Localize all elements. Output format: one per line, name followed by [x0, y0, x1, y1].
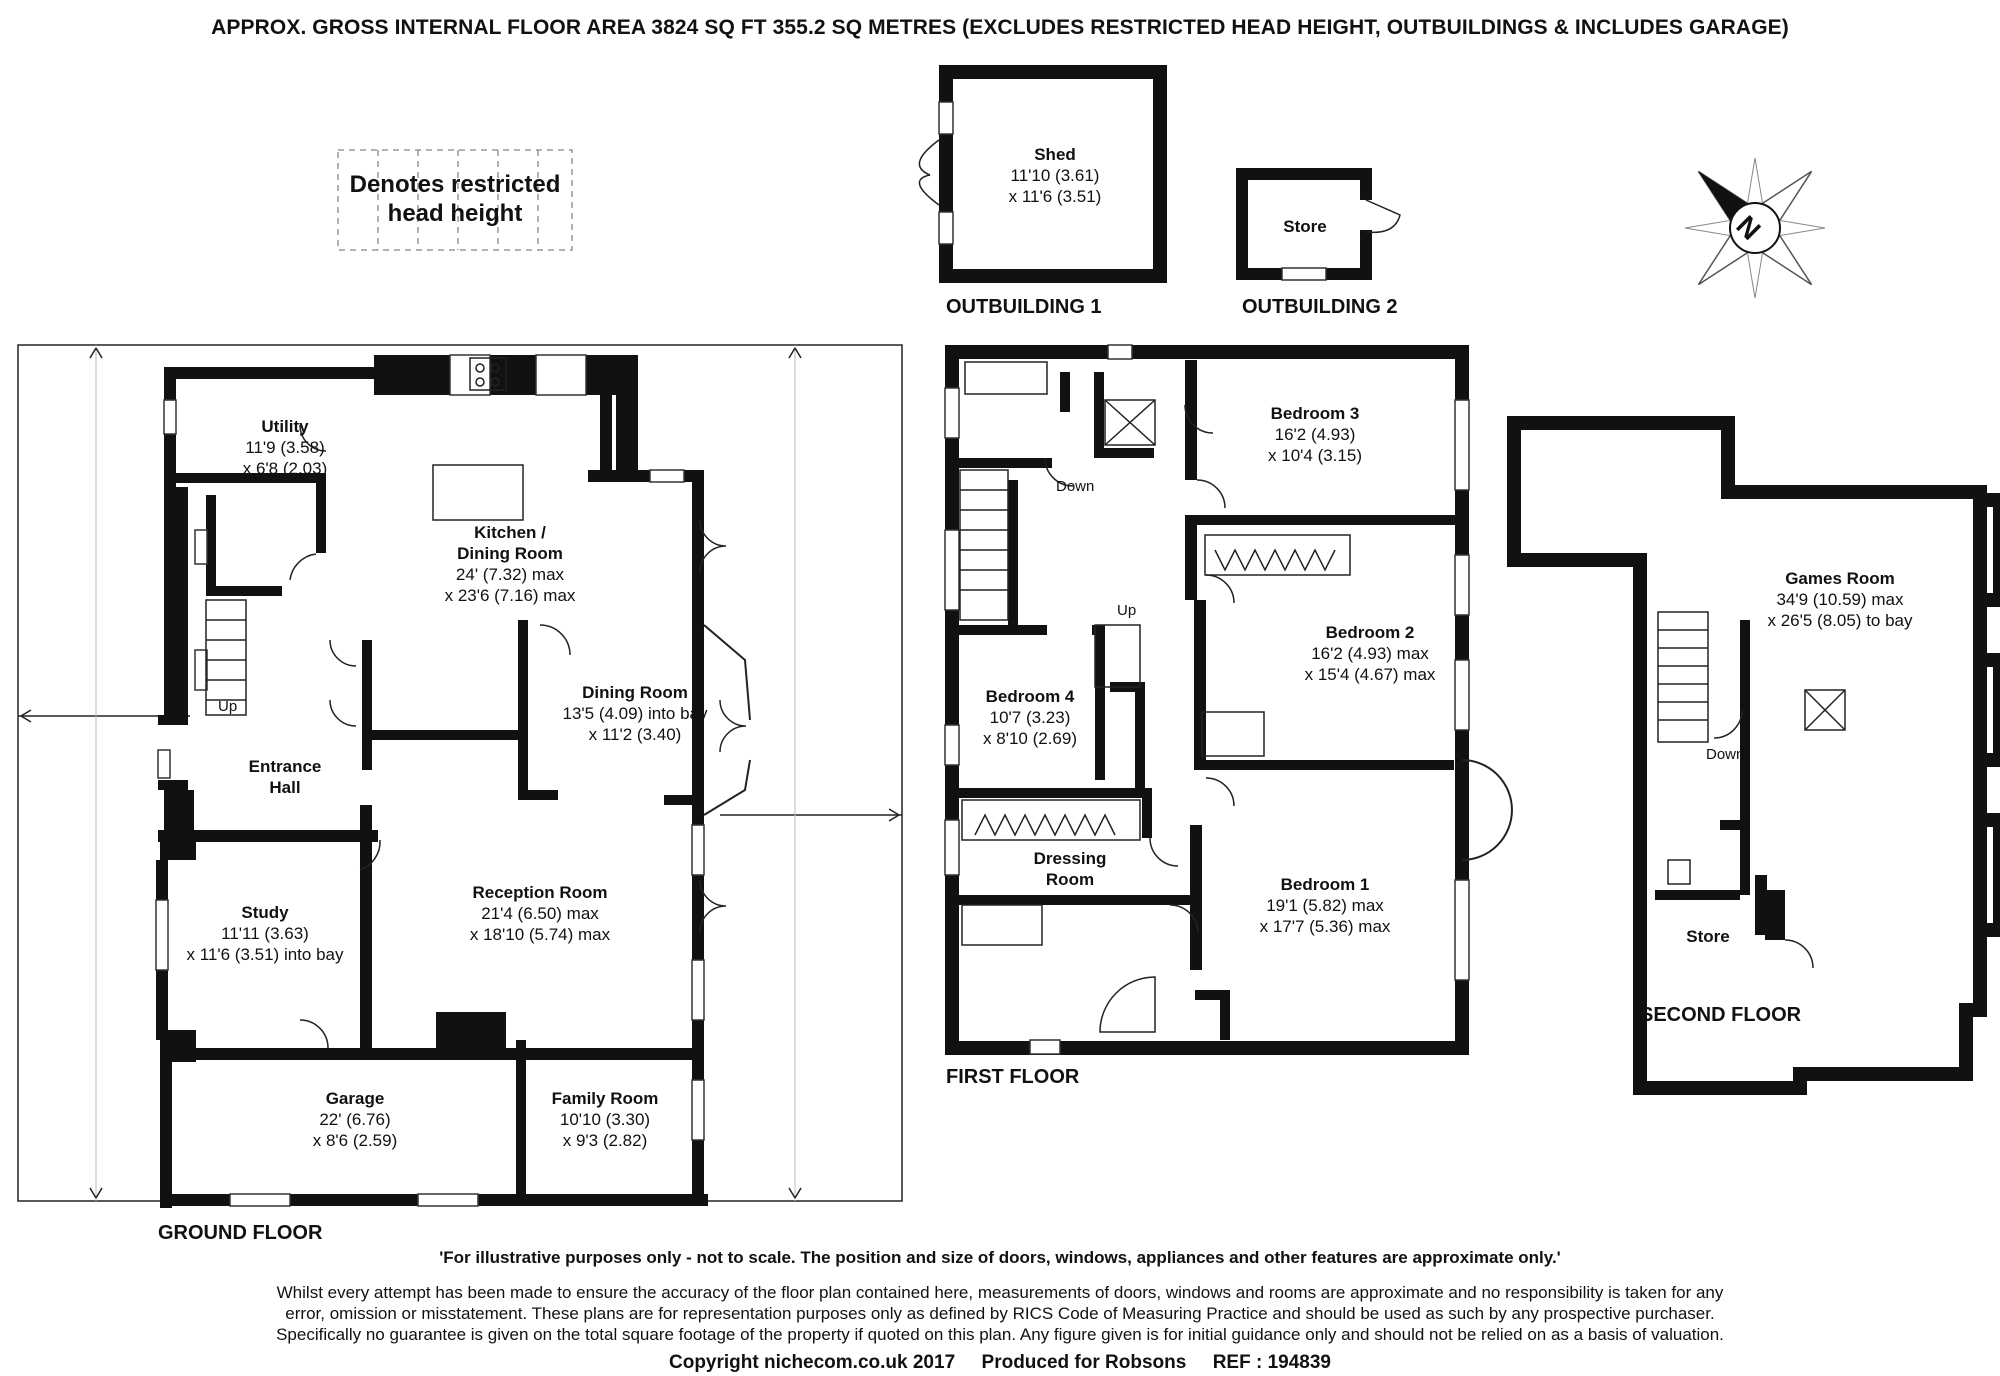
games-room-name: Games Room — [1785, 569, 1895, 588]
second-floor-caption: SECOND FLOOR — [1640, 1004, 1802, 1026]
legend-line-1: Denotes restricted — [349, 171, 561, 198]
page-title: APPROX. GROSS INTERNAL FLOOR AREA 3824 S… — [211, 16, 1789, 39]
utility-dim-2: x 6'8 (2.03) — [242, 459, 328, 478]
outbuilding-1-shed — [918, 65, 1167, 283]
first-floor-plan — [944, 344, 1513, 1055]
shed-name: Shed — [1034, 145, 1076, 164]
dining-room-label: Dining Room 13'5 (4.09) into bay x 11'2 … — [540, 682, 730, 745]
accuracy-disclaimer: Whilst every attempt has been made to en… — [150, 1282, 1850, 1345]
kitchen-name-1: Kitchen / — [474, 523, 546, 542]
ground-floor-caption: GROUND FLOOR — [158, 1222, 323, 1244]
study-name: Study — [241, 903, 289, 922]
family-room-label: Family Room 10'10 (3.30) x 9'3 (2.82) — [530, 1088, 680, 1151]
dining-room-dim-1: 13'5 (4.09) into bay — [562, 704, 708, 723]
bedroom-1-dim-2: x 17'7 (5.36) max — [1259, 917, 1391, 936]
garage-dim-1: 22' (6.76) — [319, 1110, 391, 1129]
bedroom-3-dim-2: x 10'4 (3.15) — [1268, 446, 1362, 465]
kitchen-label: Kitchen / Dining Room 24' (7.32) max x 2… — [410, 522, 610, 606]
outbuilding-1-caption: OUTBUILDING 1 — [946, 296, 1102, 318]
garage-name: Garage — [325, 1089, 385, 1108]
family-room-dim-1: 10'10 (3.30) — [559, 1110, 651, 1129]
bedroom-2-dim-2: x 15'4 (4.67) max — [1304, 665, 1436, 684]
bedroom-1-label: Bedroom 1 19'1 (5.82) max x 17'7 (5.36) … — [1245, 874, 1405, 937]
ground-stairs-up: Up — [218, 698, 238, 715]
bedroom-3-name: Bedroom 3 — [1270, 404, 1360, 423]
study-dim-2: x 11'6 (3.51) into bay — [186, 945, 344, 964]
second-store-name: Store — [1686, 927, 1730, 946]
reception-room-name: Reception Room — [472, 883, 608, 902]
kitchen-dim-2: x 23'6 (7.16) max — [444, 586, 576, 605]
utility-dim-1: 11'9 (3.58) — [245, 438, 325, 457]
bedroom-4-label: Bedroom 4 10'7 (3.23) x 8'10 (2.69) — [970, 686, 1090, 749]
games-room-dim-2: x 26'5 (8.05) to bay — [1767, 611, 1913, 630]
copyright-line: Copyright nichecom.co.uk 2017 Produced f… — [669, 1352, 1331, 1373]
illustrative-disclaimer: 'For illustrative purposes only - not to… — [439, 1248, 1561, 1267]
second-floor-plan — [1507, 416, 2000, 1095]
kitchen-name-2: Dining Room — [457, 544, 563, 563]
first-floor-caption: FIRST FLOOR — [946, 1066, 1080, 1088]
bedroom-1-name: Bedroom 1 — [1280, 875, 1370, 894]
ground-floor-plan — [17, 344, 903, 1208]
dressing-room-label: Dressing Room — [1020, 848, 1120, 890]
bedroom-4-dim-2: x 8'10 (2.69) — [983, 729, 1077, 748]
accuracy-disclaimer-line-3: Specifically no guarantee is given on th… — [276, 1325, 1724, 1344]
second-store-label: Store — [1668, 926, 1748, 947]
shed-dim-2: x 11'6 (3.51) — [1008, 187, 1102, 206]
shed-dim-1: 11'10 (3.61) — [1010, 166, 1100, 185]
garage-label: Garage 22' (6.76) x 8'6 (2.59) — [280, 1088, 430, 1151]
first-stairs-up: Up — [1117, 602, 1137, 619]
dressing-room-name-1: Dressing — [1033, 849, 1107, 868]
family-room-dim-2: x 9'3 (2.82) — [562, 1131, 648, 1150]
reception-room-label: Reception Room 21'4 (6.50) max x 18'10 (… — [440, 882, 640, 945]
outbuilding-2-caption: OUTBUILDING 2 — [1242, 296, 1398, 318]
bedroom-4-dim-1: 10'7 (3.23) — [989, 708, 1071, 727]
dining-room-dim-2: x 11'2 (3.40) — [588, 725, 682, 744]
accuracy-disclaimer-line-2: error, omission or misstatement. These p… — [285, 1304, 1715, 1323]
legend-text: Denotes restricted head height — [332, 170, 578, 228]
utility-label: Utility 11'9 (3.58) x 6'8 (2.03) — [205, 416, 365, 479]
store-outbuilding-label: Store — [1255, 216, 1355, 237]
kitchen-dim-1: 24' (7.32) max — [455, 565, 565, 584]
entrance-hall-name-2: Hall — [269, 778, 301, 797]
study-label: Study 11'11 (3.63) x 11'6 (3.51) into ba… — [170, 902, 360, 965]
bedroom-3-dim-1: 16'2 (4.93) — [1274, 425, 1356, 444]
shed-label: Shed 11'10 (3.61) x 11'6 (3.51) — [985, 144, 1125, 207]
bedroom-1-dim-1: 19'1 (5.82) max — [1266, 896, 1384, 915]
north-compass-icon — [1684, 157, 1826, 299]
accuracy-disclaimer-line-1: Whilst every attempt has been made to en… — [276, 1283, 1724, 1302]
outbuilding-2-store — [1236, 168, 1401, 281]
family-room-name: Family Room — [551, 1089, 659, 1108]
store-outbuilding-name: Store — [1283, 217, 1327, 236]
second-stairs-down: Down — [1706, 746, 1745, 763]
dressing-room-name-2: Room — [1045, 870, 1095, 889]
bedroom-3-label: Bedroom 3 16'2 (4.93) x 10'4 (3.15) — [1230, 403, 1400, 466]
bedroom-4-name: Bedroom 4 — [985, 687, 1075, 706]
games-room-dim-1: 34'9 (10.59) max — [1776, 590, 1904, 609]
bedroom-2-dim-1: 16'2 (4.93) max — [1311, 644, 1429, 663]
bedroom-2-name: Bedroom 2 — [1325, 623, 1415, 642]
entrance-hall-label: Entrance Hall — [230, 756, 340, 798]
entrance-hall-name-1: Entrance — [248, 757, 322, 776]
reception-room-dim-2: x 18'10 (5.74) max — [469, 925, 611, 944]
first-stairs-down: Down — [1056, 478, 1095, 495]
restricted-head-height-legend — [337, 149, 573, 251]
bedroom-2-label: Bedroom 2 16'2 (4.93) max x 15'4 (4.67) … — [1290, 622, 1450, 685]
dining-room-name: Dining Room — [582, 683, 688, 702]
legend-line-2: head height — [387, 200, 523, 227]
study-dim-1: 11'11 (3.63) — [221, 924, 309, 943]
utility-name: Utility — [261, 417, 309, 436]
garage-dim-2: x 8'6 (2.59) — [312, 1131, 398, 1150]
games-room-label: Games Room 34'9 (10.59) max x 26'5 (8.05… — [1750, 568, 1930, 631]
reception-room-dim-1: 21'4 (6.50) max — [481, 904, 599, 923]
